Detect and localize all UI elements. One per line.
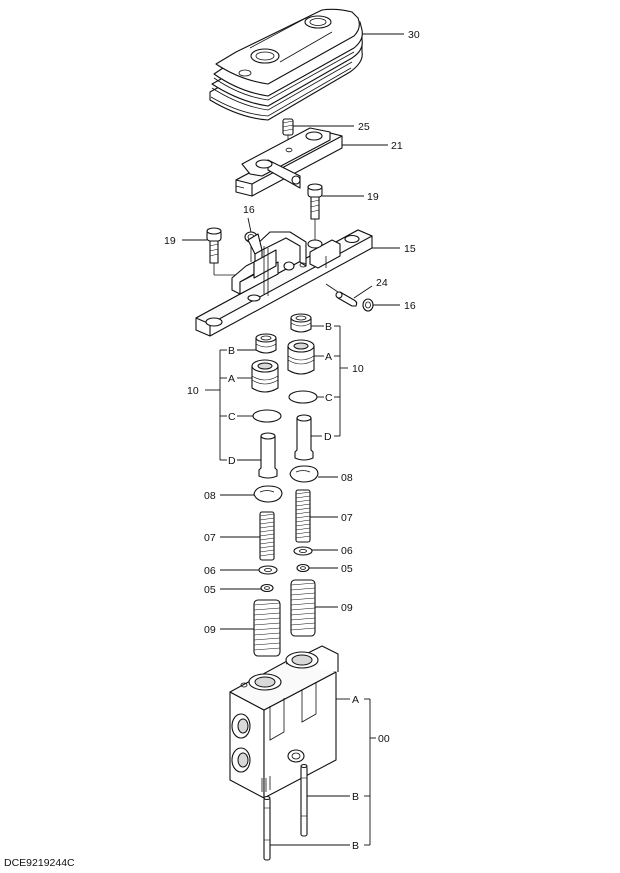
callout-06-left: 06 — [204, 565, 216, 577]
part-30-boot — [209, 8, 363, 121]
part-06-seat-left — [258, 565, 278, 575]
callout-16-right: 16 — [404, 300, 416, 312]
part-05-shim-right — [296, 563, 310, 573]
leader-lines — [182, 33, 404, 846]
part-07-spring-left — [259, 511, 275, 561]
part-24-pin — [325, 283, 358, 307]
letter-a-right: A — [325, 351, 332, 363]
letter-a-left: A — [228, 373, 235, 385]
part-10-left-d-pusher — [258, 432, 278, 479]
callout-24: 24 — [376, 277, 388, 289]
callout-25: 25 — [358, 121, 370, 133]
part-15-base-plate — [195, 229, 373, 337]
letter-b-body-upper: B — [352, 791, 359, 803]
callout-19-right: 19 — [367, 191, 379, 203]
callout-08-left: 08 — [204, 490, 216, 502]
part-25-set-screw — [282, 118, 294, 150]
callout-10-left: 10 — [187, 385, 199, 397]
part-09-spring-right — [290, 579, 316, 637]
part-08-washer-right — [289, 465, 319, 483]
part-10-right-b-seal — [290, 313, 312, 333]
part-07-spring-right — [295, 489, 311, 543]
callout-10-right: 10 — [352, 363, 364, 375]
callout-06-right: 06 — [341, 545, 353, 557]
callout-08-right: 08 — [341, 472, 353, 484]
letter-c-right: C — [325, 392, 333, 404]
callout-15: 15 — [404, 243, 416, 255]
part-19-bolt-right — [307, 183, 323, 240]
part-09-spring-left — [253, 599, 281, 657]
letter-d-right: D — [324, 431, 332, 443]
part-06-seat-right — [293, 546, 313, 556]
letter-b-right: B — [325, 321, 332, 333]
letter-c-left: C — [228, 411, 236, 423]
letter-b-body-lower: B — [352, 840, 359, 852]
callout-09-right: 09 — [341, 602, 353, 614]
callout-00: 00 — [378, 733, 390, 745]
drawing-id: DCE9219244C — [4, 857, 75, 869]
part-10-right-c-oring — [288, 390, 318, 404]
callout-19-left: 19 — [164, 235, 176, 247]
letter-d-left: D — [228, 455, 236, 467]
part-10-left-c-oring — [252, 409, 282, 423]
letter-a-body: A — [352, 694, 359, 706]
callout-21: 21 — [391, 140, 403, 152]
part-00-valve-body — [229, 645, 339, 799]
part-10-left-a-plug — [251, 359, 279, 393]
callout-16-left: 16 — [243, 204, 255, 216]
part-10-right-d-pusher — [294, 414, 314, 461]
part-16-nut-right — [362, 298, 374, 312]
callout-05-right: 05 — [341, 563, 353, 575]
part-10-left-b-seal — [255, 333, 277, 354]
part-21-plate — [235, 127, 343, 197]
part-08-washer-left — [253, 485, 283, 503]
callout-05-left: 05 — [204, 584, 216, 596]
part-05-shim-left — [260, 583, 274, 593]
callout-07-right: 07 — [341, 512, 353, 524]
callout-30: 30 — [408, 29, 420, 41]
part-10-right-a-plug — [287, 339, 315, 375]
part-00-spool-left — [263, 795, 271, 861]
callout-07-left: 07 — [204, 532, 216, 544]
letter-b-left: B — [228, 345, 235, 357]
callout-09-left: 09 — [204, 624, 216, 636]
part-00-spool-right — [300, 763, 308, 837]
part-19-bolt-left — [206, 227, 246, 276]
